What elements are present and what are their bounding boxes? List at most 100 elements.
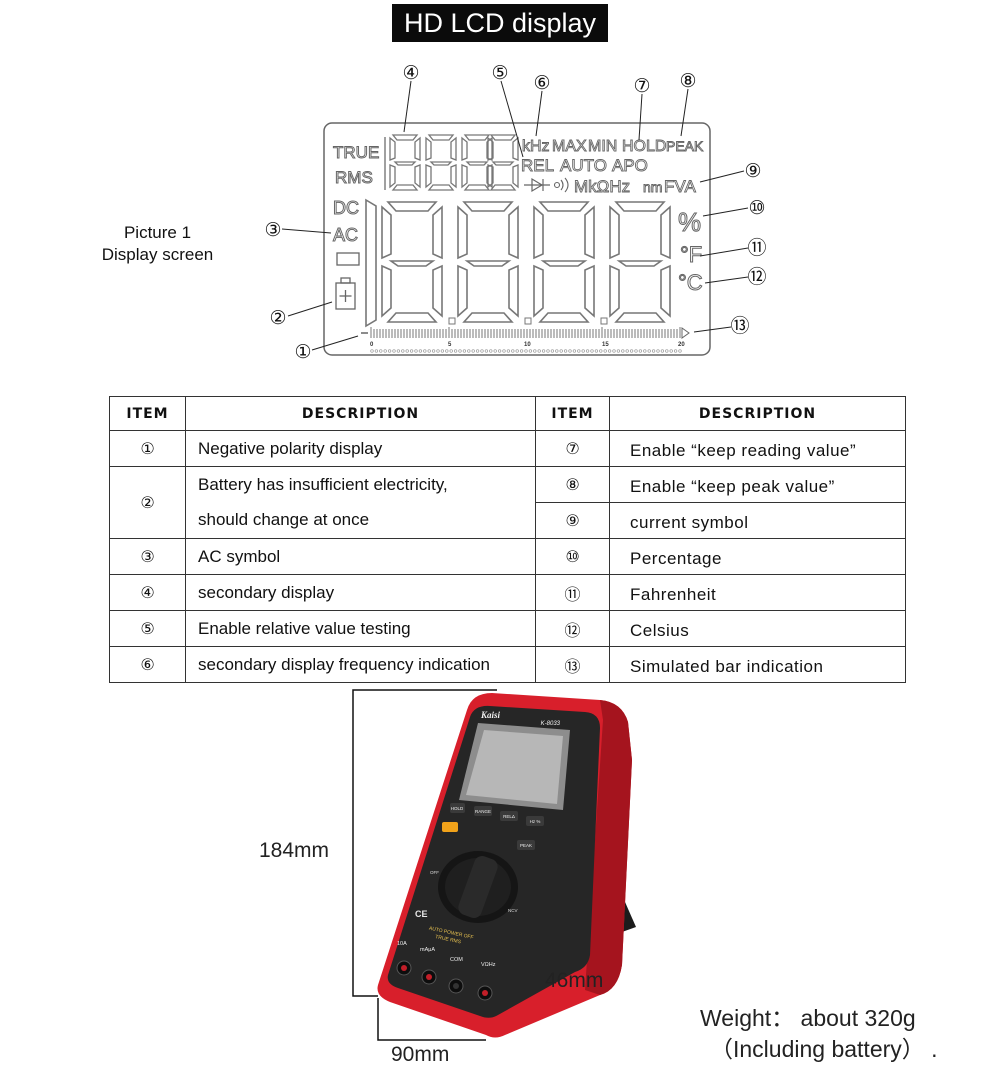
item-number: ⑥ [109,646,186,683]
bar-scale-5: 5 [448,342,452,348]
bar-dot [616,349,621,353]
bar-dot [374,349,379,353]
callout-4: ④ [402,62,419,84]
bar-dot [467,349,471,353]
rotary-dial[interactable] [438,851,518,923]
bar-dot [449,349,453,353]
bar-dot [585,349,590,353]
item-description: current symbol [609,502,906,539]
bar-dot [379,349,383,353]
bar-dot [669,349,673,353]
range-button[interactable] [474,806,492,816]
bar-dot [405,349,409,353]
bar-scale-20: 20 [678,342,685,348]
lcd-celsius-label: °C [678,270,703,295]
jack-10a-label: 10A [397,941,407,947]
item-description: Negative polarity display [185,430,536,467]
lcd-peak-label: PEAK [666,138,704,154]
callout-1: ① [294,341,311,363]
bar-dot [643,349,647,353]
callout-3: ③ [264,219,281,241]
item-description: Fahrenheit [609,574,906,611]
bar-dot [621,349,625,353]
caption-line-2: Display screen [101,245,214,264]
lcd-true-label: TRUE [333,143,379,162]
bar-dot [427,349,431,353]
bar-dot [660,349,665,353]
item-number: ② [109,466,186,539]
bar-dot [519,349,524,353]
bar-dot [484,349,489,353]
item-description: Battery has insufficient electricity, [185,466,536,503]
lcd-khz-label: kHz [522,138,550,155]
bar-dot [515,349,519,353]
bar-dot [383,349,387,353]
item-description: Simulated bar indication [609,646,906,683]
symbol-table: ITEM DESCRIPTION ITEM DESCRIPTION ① Nega… [109,396,906,683]
lcd-rms-label: RMS [335,168,373,187]
bar-dot [414,349,418,353]
bar-dot [418,349,423,353]
bar-dot [656,349,660,353]
function-button[interactable] [442,822,458,832]
hold-button-label: HOLD [451,806,464,811]
lcd-minus-sign [336,252,360,266]
lcd-max-label: MAX [552,138,587,155]
weight-note: （Including battery） . [710,1036,938,1062]
callout-12: ⑫ [747,266,766,288]
bar-dot [603,349,607,353]
rel-button[interactable] [500,811,518,821]
bar-dot [607,349,612,353]
bar-dot [445,349,449,353]
hz-button[interactable] [526,816,544,826]
bar-dot [436,349,440,353]
item-number: ⑫ [535,610,610,647]
item-description-continued: should change at once [185,502,536,539]
bar-dot [550,349,555,353]
bar-dot [440,349,445,353]
bar-dot [629,349,634,353]
lcd-fva-label: FVA [664,177,696,196]
bar-dot [590,349,594,353]
item-description: Percentage [609,538,906,575]
bar-dot [572,349,577,353]
table-header-row: ITEM DESCRIPTION ITEM DESCRIPTION [109,396,906,431]
table-row: ④ secondary display ⑪ Fahrenheit [109,574,906,611]
bar-dot [541,349,546,353]
header-description-right: DESCRIPTION [609,396,906,431]
bar-dot [594,349,599,353]
item-number: ⑨ [535,502,610,539]
bar-dot [678,349,682,353]
bar-dot [577,349,581,353]
lcd-main-digits [365,198,671,328]
bar-dot [401,349,405,353]
lcd-hold-label: HOLD [622,138,666,155]
item-description: secondary display [185,574,536,611]
jack-com-label: COM [450,957,463,963]
table-row: ⑤ Enable relative value testing ⑫ Celsiu… [109,610,906,647]
lcd-battery-icon [335,277,356,310]
caption-line-1: Picture 1 [123,223,192,242]
bar-dot [537,349,541,353]
lcd-frame [323,122,711,356]
hold-button[interactable] [450,803,465,813]
bar-dot [638,349,643,353]
peak-button[interactable] [517,840,535,850]
input-jacks[interactable] [396,960,493,1001]
table-row: ⑥ secondary display frequency indication… [109,646,906,683]
height-dimension: 184mm [259,839,330,862]
model-label: K-8033 [541,721,561,727]
bar-dot [431,349,436,353]
callout-11: ⑪ [747,237,766,259]
page-title: HD LCD display [392,4,608,42]
item-description: AC symbol [185,538,536,575]
lcd-ac-label: AC [333,225,358,245]
item-description: Celsius [609,610,906,647]
bar-dot [634,349,638,353]
bar-dot [458,349,462,353]
item-number: ③ [109,538,186,575]
bar-dot [511,349,515,353]
callout-13: ⑬ [730,315,749,337]
bar-dot [568,349,572,353]
